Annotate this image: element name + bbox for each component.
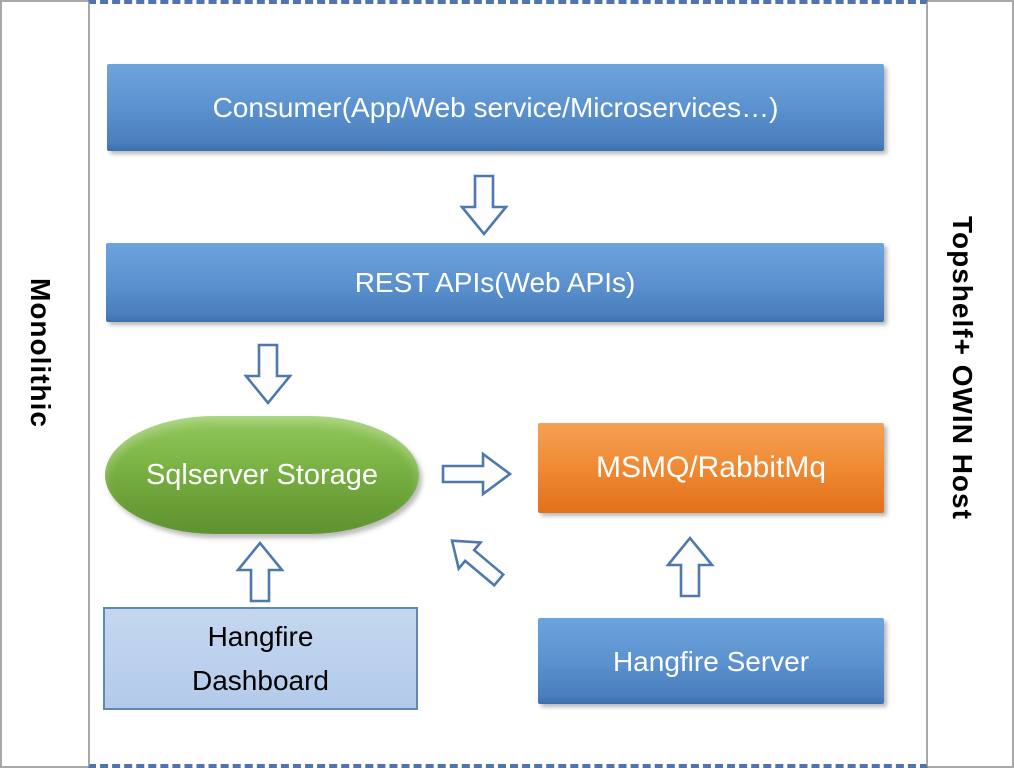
- node-hangfire-dashboard-label: Hangfire Dashboard: [192, 621, 329, 696]
- arrow-right-storage-to-msmq-icon: [441, 450, 513, 498]
- node-msmq-rabbitmq: MSMQ/RabbitMq: [538, 423, 884, 513]
- node-hangfire-dashboard: Hangfire Dashboard: [103, 607, 418, 710]
- node-sqlserver-storage: Sqlserver Storage: [105, 416, 419, 534]
- arrow-up-server-to-msmq-icon: [665, 535, 715, 598]
- node-sqlserver-storage-label: Sqlserver Storage: [145, 458, 379, 491]
- node-rest-apis-label: REST APIs(Web APIs): [354, 267, 636, 298]
- node-consumer: Consumer(App/Web service/Microservices…): [107, 64, 884, 151]
- left-side-label-monolithic: Monolithic: [25, 278, 56, 428]
- arrow-upleft-server-to-storage-icon: [437, 523, 513, 596]
- arrow-up-dashboard-to-storage-icon: [235, 540, 285, 603]
- arrow-down-consumer-to-rest-icon: [459, 174, 509, 237]
- node-rest-apis: REST APIs(Web APIs): [106, 243, 884, 322]
- node-msmq-rabbitmq-label: MSMQ/RabbitMq: [595, 451, 827, 485]
- right-side-label-topshelf-owin-host: Topshelf+ OWIN Host: [947, 216, 978, 520]
- arrow-down-rest-to-storage-icon: [243, 343, 293, 406]
- node-hangfire-server-label: Hangfire Server: [612, 645, 810, 677]
- node-hangfire-server: Hangfire Server: [538, 618, 884, 704]
- node-consumer-label: Consumer(App/Web service/Microservices…): [212, 92, 779, 123]
